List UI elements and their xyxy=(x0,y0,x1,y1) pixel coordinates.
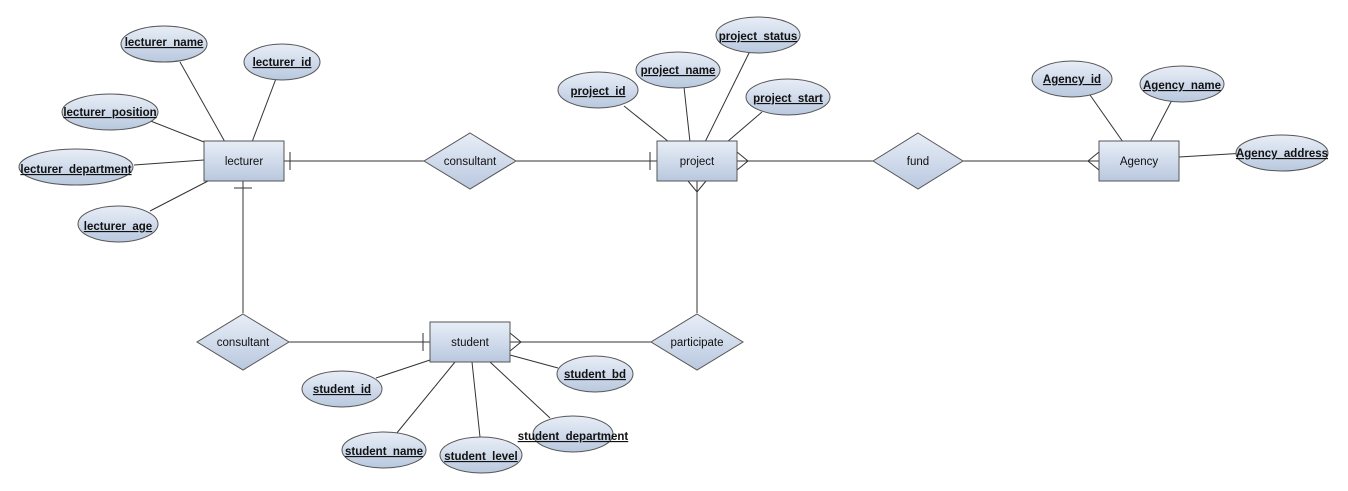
entity-project[interactable]: project xyxy=(656,140,738,182)
entity-lecturer-label: lecturer xyxy=(225,156,264,168)
attribute-lecturer-department-label: lecturer_department xyxy=(20,164,131,176)
line-project-status xyxy=(704,50,751,143)
line-lecturer-department xyxy=(133,159,205,166)
attribute-project-id[interactable]: project_id xyxy=(557,71,639,109)
relationship-consultant-left[interactable]: consultant xyxy=(196,313,290,371)
attribute-student-bd-label: student_bd xyxy=(564,369,626,381)
line-agency-id xyxy=(1089,94,1124,143)
attribute-project-status[interactable]: project_status xyxy=(715,16,801,54)
relationship-fund[interactable]: fund xyxy=(872,132,964,190)
line-student-id xyxy=(375,358,434,379)
line-lecturer-position xyxy=(147,119,205,143)
line-lecturer-age xyxy=(149,180,209,212)
attribute-lecturer-name[interactable]: lecturer_name xyxy=(120,25,208,63)
line-student-bd xyxy=(509,354,559,369)
crowfoot-student-participate xyxy=(509,332,522,352)
attribute-student-name-label: student_name xyxy=(345,446,423,458)
attribute-agency-name-label: Agency_name xyxy=(1143,80,1221,92)
entity-agency-label: Agency xyxy=(1120,156,1159,168)
attribute-agency-name[interactable]: Agency_name xyxy=(1139,65,1225,103)
attribute-agency-address-label: Agency_address xyxy=(1236,148,1328,160)
attribute-lecturer-age[interactable]: lecturer_age xyxy=(77,205,159,243)
relationship-consultant-left-label: consultant xyxy=(217,337,270,349)
line-agency-name xyxy=(1149,99,1173,143)
attribute-lecturer-id[interactable]: lecturer_id xyxy=(243,43,321,81)
crowfoot-project-fund xyxy=(736,151,749,171)
line-student-level xyxy=(471,361,481,438)
relationship-consultant-top-label: consultant xyxy=(444,156,497,168)
line-lecturer-id xyxy=(251,75,278,143)
line-project-start xyxy=(726,111,763,143)
line-agency-address xyxy=(1178,152,1247,158)
line-project-name xyxy=(683,86,691,143)
entity-agency[interactable]: Agency xyxy=(1098,140,1180,182)
attribute-student-id[interactable]: student_id xyxy=(301,370,383,408)
attribute-agency-id-label: Agency_id xyxy=(1043,74,1101,86)
attribute-student-level[interactable]: student_level xyxy=(439,436,523,474)
entity-student-label: student xyxy=(451,337,490,349)
line-student-department xyxy=(489,361,551,419)
attribute-agency-address[interactable]: Agency_address xyxy=(1235,134,1329,172)
attribute-lecturer-position[interactable]: lecturer_position xyxy=(61,93,159,131)
attribute-lecturer-name-label: lecturer_name xyxy=(125,37,204,49)
line-project-id xyxy=(623,105,670,143)
entity-project-label: project xyxy=(680,156,715,168)
relationship-participate-label: participate xyxy=(670,337,723,349)
relationship-fund-label: fund xyxy=(907,156,929,168)
attribute-student-bd[interactable]: student_bd xyxy=(556,355,634,393)
connectors xyxy=(133,50,1247,438)
attribute-lecturer-department[interactable]: lecturer_department xyxy=(18,148,134,186)
line-student-name xyxy=(395,361,456,435)
attribute-project-name[interactable]: project_name xyxy=(635,51,721,89)
crowfoot-agency-fund xyxy=(1087,151,1100,171)
attribute-project-start[interactable]: project_start xyxy=(745,78,831,116)
attribute-lecturer-id-label: lecturer_id xyxy=(253,57,312,69)
attribute-student-department[interactable]: student_department xyxy=(518,415,629,453)
relationship-consultant-top[interactable]: consultant xyxy=(423,132,517,190)
attribute-student-department-label: student_department xyxy=(518,431,629,443)
attribute-project-start-label: project_start xyxy=(753,93,823,105)
attribute-student-level-label: student_level xyxy=(444,451,518,463)
attribute-lecturer-position-label: lecturer_position xyxy=(63,107,156,119)
attribute-student-id-label: student_id xyxy=(313,384,371,396)
crowfoot-project-participate xyxy=(687,180,707,193)
attribute-project-name-label: project_name xyxy=(641,65,716,77)
attribute-lecturer-age-label: lecturer_age xyxy=(84,221,152,233)
relationship-participate[interactable]: participate xyxy=(650,313,744,371)
attribute-project-status-label: project_status xyxy=(719,31,798,43)
attribute-student-name[interactable]: student_name xyxy=(341,431,427,469)
entity-student[interactable]: student xyxy=(429,321,511,363)
attribute-agency-id[interactable]: Agency_id xyxy=(1031,60,1113,98)
line-lecturer-name xyxy=(179,61,226,143)
entity-lecturer[interactable]: lecturer xyxy=(203,140,285,182)
attribute-project-id-label: project_id xyxy=(571,86,626,98)
